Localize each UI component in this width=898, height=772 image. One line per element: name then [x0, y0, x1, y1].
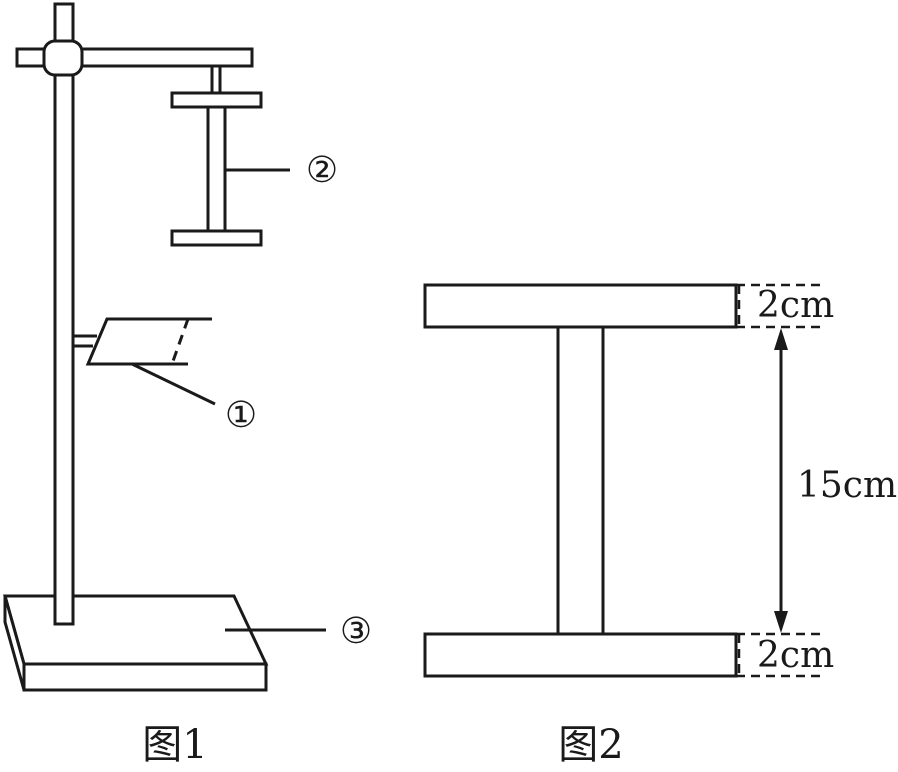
tray-dashed-edge — [170, 318, 190, 365]
spool-top-plate — [423, 283, 738, 329]
arrow-head-down — [774, 611, 788, 633]
hanging-clamp — [170, 66, 263, 247]
top-plate-dimension: 2cm — [757, 285, 834, 326]
figure-2-caption: 图2 — [558, 722, 623, 768]
figure-2: 2cm 15cm 2cm 图2 — [423, 283, 897, 768]
bottom-plate-dimension: 2cm — [757, 635, 834, 676]
base-marker: ③ — [340, 611, 372, 652]
clamp-top-plate — [170, 91, 263, 109]
stand-base — [3, 594, 269, 692]
figure-1-caption: 图1 — [142, 722, 207, 768]
tray-leader-line — [131, 362, 216, 406]
clamp-marker: ② — [306, 150, 338, 191]
figure-1: ② ① ③ 图1 — [3, 2, 372, 768]
clamp-stem — [206, 105, 227, 233]
boss-head — [42, 39, 84, 77]
vertical-rod — [53, 2, 75, 626]
tray-marker: ① — [225, 395, 257, 436]
base-front-face — [22, 662, 268, 692]
tray-holder — [73, 317, 212, 366]
stem-dimension-arrow — [774, 328, 788, 633]
spool-bottom-plate — [423, 632, 738, 678]
stem-length-dimension: 15cm — [797, 465, 897, 506]
arrow-head-up — [774, 328, 788, 350]
spool-stem — [556, 325, 605, 636]
dimension-guides — [736, 283, 826, 678]
clamp-bottom-plate — [170, 229, 263, 247]
tray-outline — [85, 317, 212, 366]
